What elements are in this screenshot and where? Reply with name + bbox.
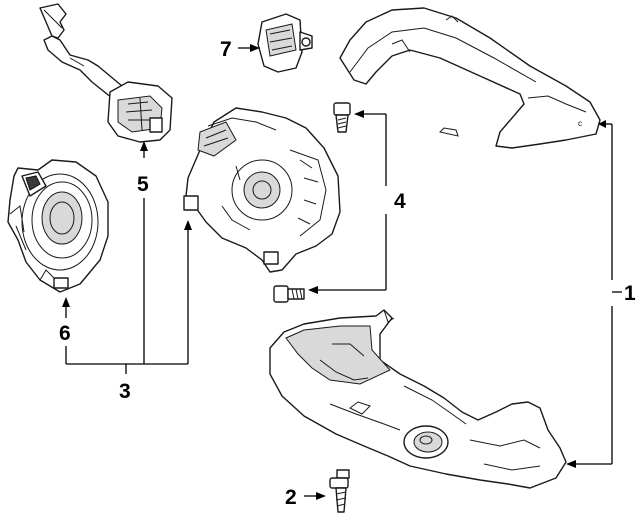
- leader-6: [62, 297, 70, 364]
- callout-7: 7: [220, 38, 232, 61]
- upper-shroud-part[interactable]: c: [339, 7, 601, 149]
- switch-part-7[interactable]: [257, 13, 313, 73]
- screw-part[interactable]: [329, 469, 350, 513]
- shroud-marking: c: [578, 119, 582, 128]
- bolt-lower[interactable]: [273, 285, 305, 303]
- leader-3: [66, 220, 192, 374]
- callout-4: 4: [394, 190, 406, 213]
- lower-shroud-part[interactable]: [269, 309, 567, 489]
- leader-7: [238, 44, 260, 52]
- leader-4: [308, 110, 387, 294]
- callout-5: 5: [137, 173, 149, 196]
- leader-5: [140, 141, 148, 364]
- callout-1: 1: [624, 282, 636, 305]
- leader-2: [304, 492, 326, 500]
- switch-housing-part[interactable]: [183, 107, 341, 273]
- callout-6: 6: [59, 322, 71, 345]
- callout-3: 3: [119, 380, 131, 403]
- bolt-upper[interactable]: [333, 102, 351, 133]
- leader-1: [566, 120, 622, 468]
- multifunction-switch-part[interactable]: [39, 3, 173, 143]
- clock-spring-part[interactable]: [7, 159, 109, 293]
- callout-2: 2: [285, 486, 297, 509]
